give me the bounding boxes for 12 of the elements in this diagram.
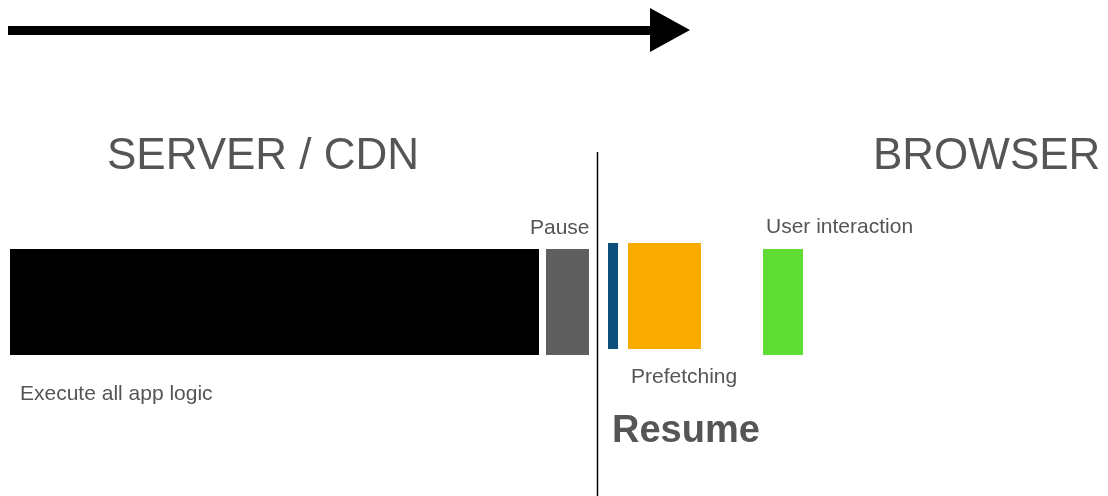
timeline-bar <box>608 243 618 349</box>
section-heading: BROWSER <box>873 132 1101 176</box>
timeline-bar <box>763 249 803 355</box>
timeline-bar <box>628 243 701 349</box>
bar-caption: Execute all app logic <box>20 382 213 403</box>
bar-caption: Pause <box>530 216 590 237</box>
bar-caption: Prefetching <box>631 365 738 386</box>
bar-caption: User interaction <box>766 215 914 236</box>
timeline-bar <box>10 249 539 355</box>
timeline-bar <box>546 249 589 355</box>
section-heading: SERVER / CDN <box>107 132 420 176</box>
phase-label: Resume <box>612 410 760 448</box>
